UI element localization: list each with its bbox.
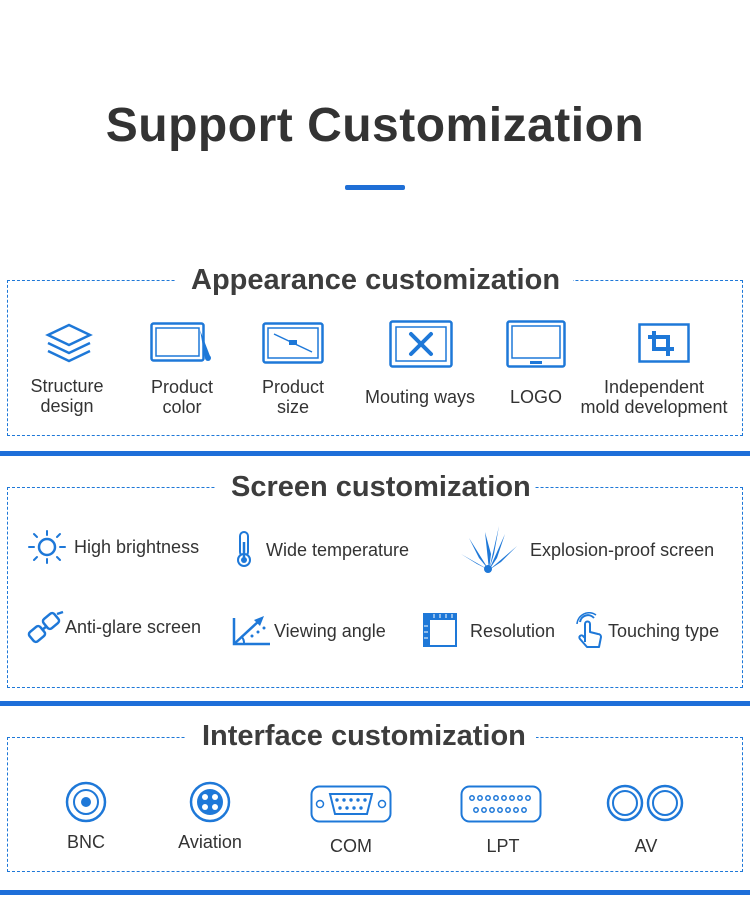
thermometer-icon	[237, 531, 251, 567]
resolution-icon	[423, 613, 457, 647]
section-separator	[0, 890, 750, 895]
lpt-port-icon	[460, 785, 542, 823]
resolution-label: Resolution	[470, 621, 556, 641]
wide-temperature-label: Wide temperature	[266, 540, 410, 560]
layers-icon	[45, 323, 93, 363]
com-label: COM	[330, 836, 372, 856]
section-separator	[0, 701, 750, 706]
com-port-icon	[310, 785, 392, 823]
bnc-connector-icon	[65, 781, 107, 823]
bnc-label: BNC	[66, 832, 105, 852]
mounting-ways-label: Mouting ways	[364, 387, 476, 407]
page-title: Support Customization	[105, 99, 645, 152]
av-label: AV	[634, 836, 658, 856]
aviation-connector-icon	[189, 781, 231, 823]
product-size-label: Product size	[261, 377, 325, 417]
anti-glare-label: Anti-glare screen	[65, 617, 202, 637]
viewing-angle-label: Viewing angle	[274, 621, 386, 641]
av-connector-icon	[606, 784, 684, 822]
explosion-proof-label: Explosion-proof screen	[530, 540, 715, 560]
lpt-label: LPT	[486, 836, 520, 856]
sun-icon	[28, 530, 66, 564]
high-brightness-label: High brightness	[74, 537, 200, 557]
touching-type-label: Touching type	[608, 621, 720, 641]
tools-monitor-icon	[389, 320, 453, 368]
explosion-icon	[461, 526, 517, 573]
section-separator	[0, 451, 750, 456]
crop-icon	[638, 323, 690, 363]
aviation-label: Aviation	[178, 832, 242, 852]
logo-monitor-icon	[506, 320, 566, 368]
logo-label: LOGO	[509, 387, 562, 407]
appearance-section-title: Appearance customization	[175, 262, 573, 298]
glasses-icon	[27, 610, 64, 644]
viewing-angle-icon	[232, 616, 270, 646]
structure-design-label: Structure design	[30, 376, 104, 416]
color-monitor-icon	[150, 322, 211, 362]
size-monitor-icon	[262, 322, 324, 364]
touch-icon	[576, 612, 602, 648]
screen-section	[7, 487, 743, 688]
interface-section-title: Interface customization	[186, 718, 536, 754]
screen-section-title: Screen customization	[215, 469, 535, 505]
title-underline	[345, 185, 405, 190]
independent-mold-label: Independent mold development	[580, 377, 728, 417]
product-color-label: Product color	[150, 377, 214, 417]
